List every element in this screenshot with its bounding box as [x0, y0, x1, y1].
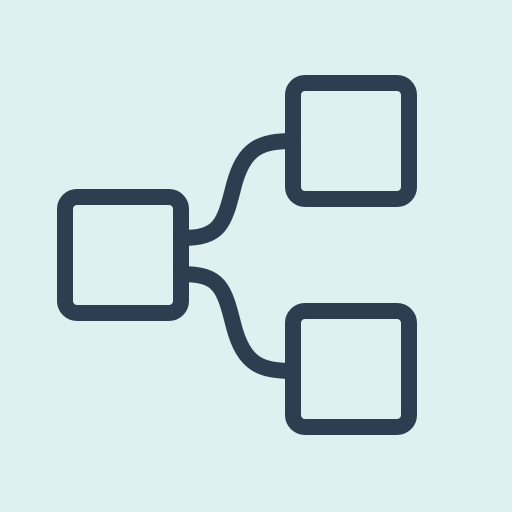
- child-node-bottom-square: [285, 303, 417, 435]
- root-node-square: [57, 189, 189, 321]
- child-node-top-square: [285, 75, 417, 207]
- connector-bottom-curve: [173, 266, 301, 379]
- connector-top-curve: [173, 133, 301, 246]
